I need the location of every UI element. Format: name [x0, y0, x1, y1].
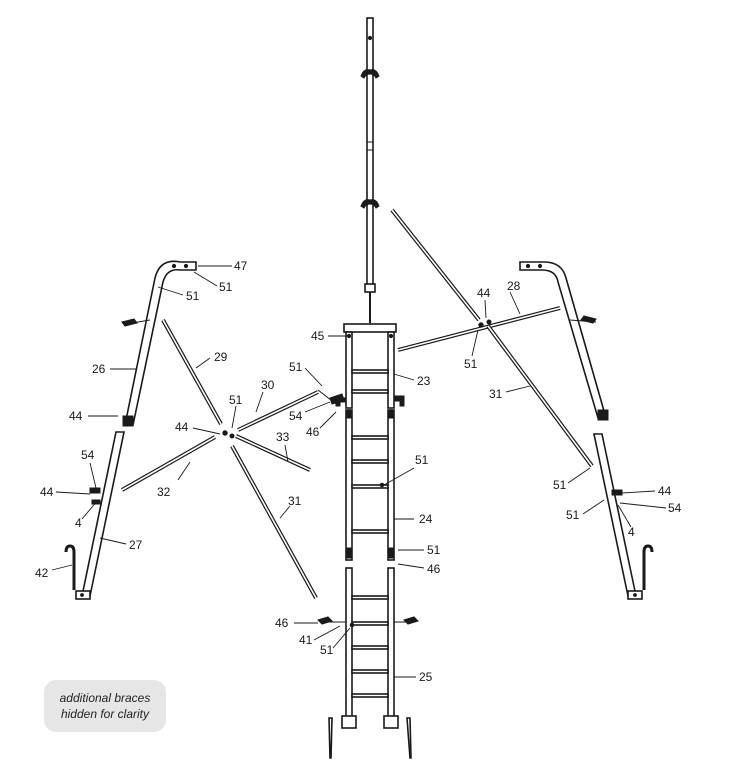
callout-47: 47 [234, 259, 248, 273]
ladder-section-24 [345, 409, 395, 561]
callout-29: 29 [214, 350, 228, 364]
callout-23: 23 [417, 374, 431, 388]
callout-31: 31 [288, 494, 302, 508]
ladder-section-23 [343, 323, 397, 409]
callout-25: 25 [419, 670, 433, 684]
right-frame-upper [519, 261, 609, 421]
left-brace-hub [222, 389, 345, 439]
callout-51: 51 [186, 289, 200, 303]
callout-44: 44 [69, 409, 83, 423]
callout-42: 42 [35, 566, 49, 580]
callout-46: 46 [275, 616, 289, 630]
leader-lines [51, 265, 667, 678]
callout-4: 4 [628, 525, 635, 539]
callout-24: 24 [419, 512, 433, 526]
right-frame-lower [593, 433, 643, 600]
right-brace-hub [478, 319, 492, 328]
callout-4: 4 [75, 516, 82, 530]
callout-46: 46 [306, 425, 320, 439]
left-frame-27 [75, 431, 125, 600]
callout-51: 51 [553, 478, 567, 492]
mast-pole [360, 17, 380, 323]
callout-51: 51 [320, 643, 334, 657]
brace-33 [235, 434, 311, 472]
note-line-2: hidden for clarity [60, 707, 150, 721]
callout-54: 54 [289, 409, 303, 423]
callout-44: 44 [477, 286, 491, 300]
callout-labels: 47 51 51 26 29 44 54 44 4 27 42 44 51 32… [35, 259, 682, 684]
callout-51: 51 [427, 543, 441, 557]
callout-46: 46 [427, 562, 441, 576]
callout-54: 54 [81, 448, 95, 462]
brace-30 [237, 390, 319, 432]
callout-27: 27 [129, 538, 143, 552]
right-hook [642, 544, 654, 590]
callout-44: 44 [40, 485, 54, 499]
callout-51: 51 [464, 357, 478, 371]
diagram-note: additional braces hidden for clarity [44, 680, 166, 732]
callout-30: 30 [261, 378, 275, 392]
ladder-section-25 [328, 567, 412, 759]
callout-51: 51 [415, 453, 429, 467]
callout-51: 51 [219, 280, 233, 294]
brace-29 [161, 319, 223, 425]
callout-51: 51 [229, 393, 243, 407]
callout-51: 51 [566, 508, 580, 522]
callout-54: 54 [668, 501, 682, 515]
callout-33: 33 [276, 430, 290, 444]
callout-44: 44 [175, 420, 189, 434]
brace-31-left [230, 445, 318, 599]
left-frame-26 [122, 260, 197, 427]
callout-28: 28 [507, 279, 521, 293]
callout-51: 51 [289, 360, 303, 374]
callout-31: 31 [489, 387, 503, 401]
callout-44: 44 [658, 484, 672, 498]
callout-26: 26 [92, 362, 106, 376]
callout-41: 41 [299, 633, 313, 647]
brace-31-right [486, 324, 594, 468]
brace-32 [121, 435, 216, 492]
callout-45: 45 [311, 329, 325, 343]
brace-28 [397, 306, 561, 352]
callout-32: 32 [157, 485, 171, 499]
note-line-1: additional braces [59, 691, 151, 705]
mast-diagonal-brace [390, 208, 481, 322]
ladder-fittings [317, 395, 419, 628]
left-hook-42 [64, 544, 76, 590]
